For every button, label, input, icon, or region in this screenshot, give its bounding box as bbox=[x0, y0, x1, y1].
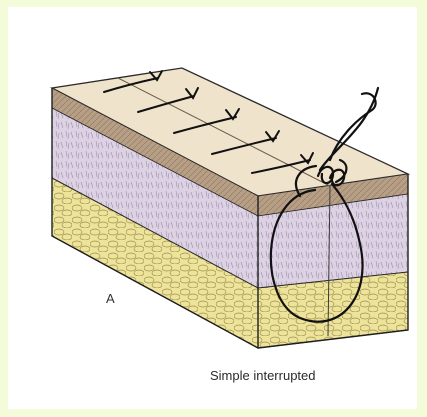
figure-caption: Simple interrupted bbox=[210, 368, 316, 383]
panel-label: A bbox=[106, 291, 115, 306]
